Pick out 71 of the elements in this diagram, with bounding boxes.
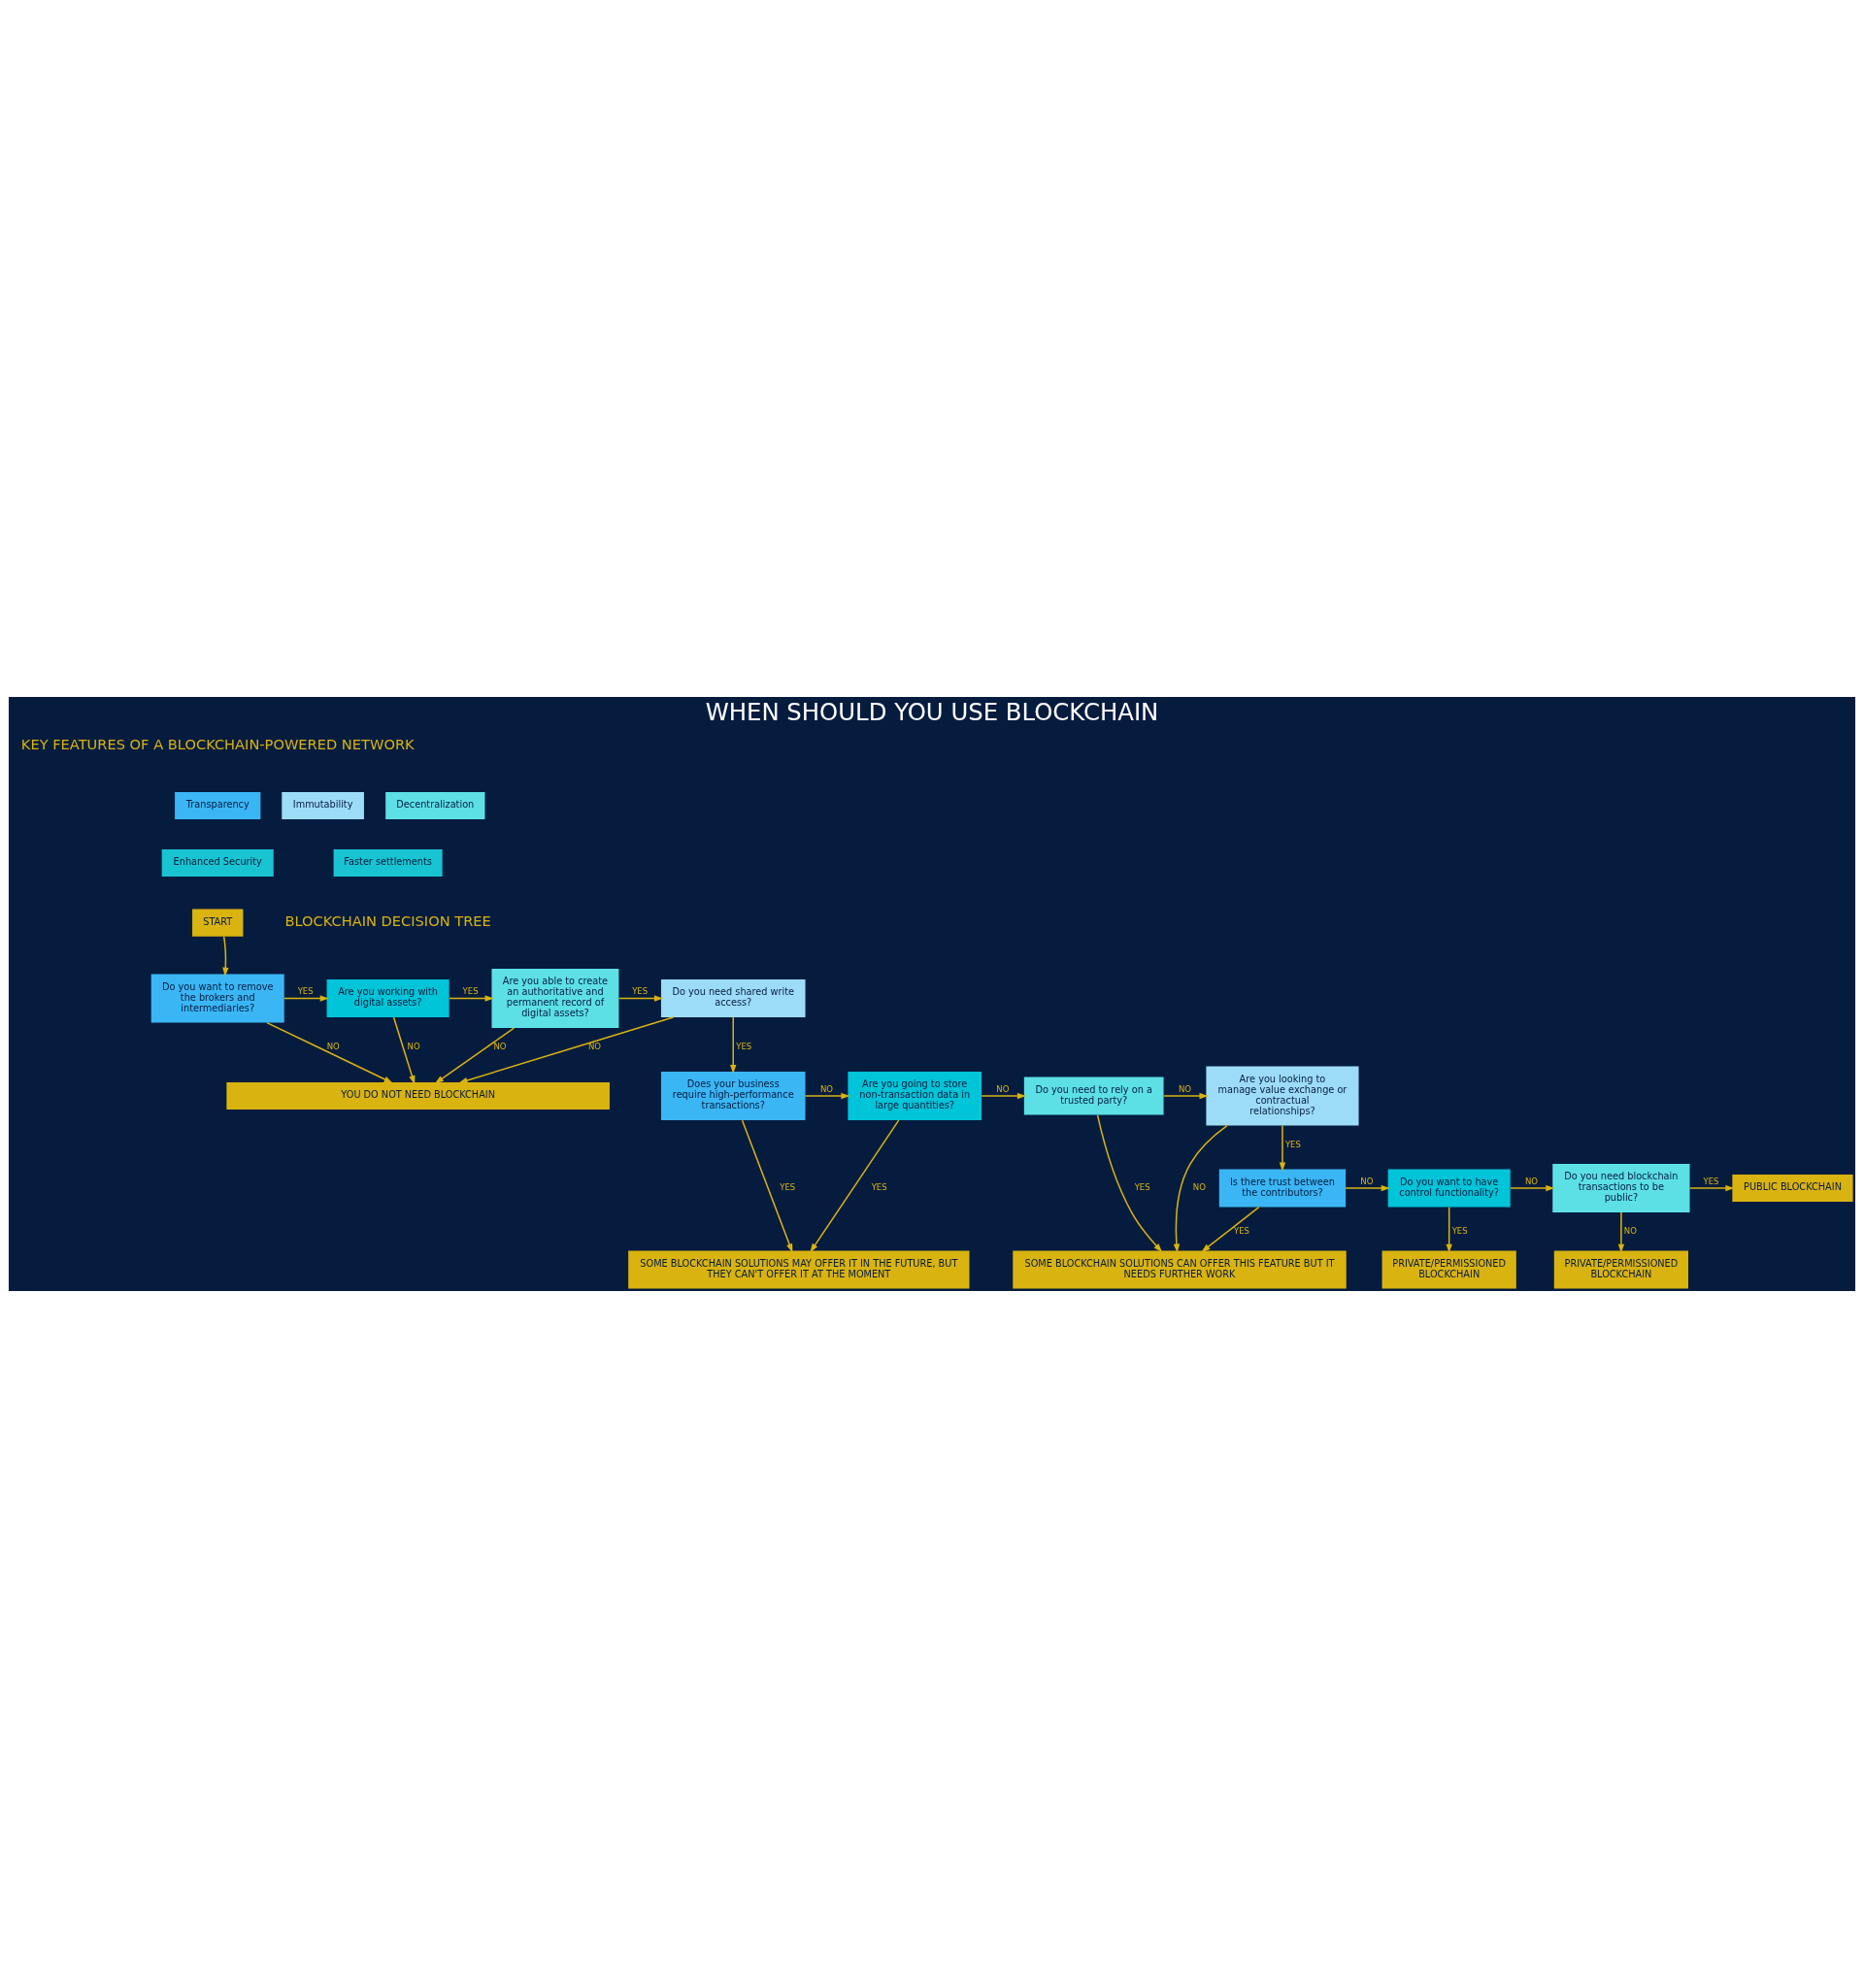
node-box: Does your business require high-performance transactions? xyxy=(660,1072,806,1120)
edge-label: NO xyxy=(1524,1176,1539,1186)
edge-label: NO xyxy=(819,1083,833,1094)
node-box: Do you need shared write access? xyxy=(660,979,806,1018)
node-box: Are you working with digital assets? xyxy=(326,979,449,1018)
node-box: Faster settlements xyxy=(333,849,443,878)
edge-label: NO xyxy=(1360,1176,1374,1186)
edge-label: YES xyxy=(1703,1176,1719,1186)
arrow xyxy=(1279,1124,1286,1172)
edge-label: YES xyxy=(871,1182,887,1193)
edge-label: YES xyxy=(297,986,314,997)
arrow xyxy=(266,1021,393,1083)
arrow xyxy=(730,1016,737,1075)
arrow xyxy=(1201,1206,1260,1252)
edge-label: NO xyxy=(1178,1083,1192,1094)
node-box: Decentralization xyxy=(385,792,485,820)
arrow xyxy=(1173,1124,1228,1253)
arrow xyxy=(1163,1092,1209,1100)
diagram-title: WHEN SHOULD YOU USE BLOCKCHAIN xyxy=(705,698,1159,727)
arrow xyxy=(458,1016,675,1084)
node-box: Do you want to remove the brokers and intermediaries? xyxy=(150,974,284,1023)
node-box: Do you need blockchain transactions to be public? xyxy=(1552,1164,1690,1212)
label: KEY FEATURES OF A BLOCKCHAIN-POWERED NETWORK xyxy=(20,736,415,753)
edge-label: YES xyxy=(462,986,479,997)
edge-label: NO xyxy=(326,1042,340,1052)
arrow xyxy=(981,1092,1027,1100)
arrow xyxy=(1446,1206,1452,1253)
label: BLOCKCHAIN DECISION TREE xyxy=(284,912,491,930)
edge-label: NO xyxy=(996,1083,1010,1094)
edge-label: YES xyxy=(1451,1226,1468,1237)
edge-label: NO xyxy=(493,1042,507,1052)
node-box: PRIVATE/PERMISSIONED BLOCKCHAIN xyxy=(1381,1250,1516,1289)
arrow xyxy=(1688,1184,1735,1192)
node-box: START xyxy=(192,909,244,937)
node-box: Do you need to rely on a trusted party? xyxy=(1023,1077,1164,1115)
arrow xyxy=(434,1027,516,1084)
node-box: Transparency xyxy=(175,792,261,820)
edge-label: NO xyxy=(1623,1226,1637,1237)
arrow xyxy=(617,995,664,1002)
arrow xyxy=(1345,1184,1390,1192)
node-box: Are you going to store non-transaction data in large quantities? xyxy=(848,1072,982,1120)
arrow xyxy=(1096,1113,1163,1253)
arrow xyxy=(283,995,329,1002)
edge-label: YES xyxy=(780,1182,796,1193)
arrow xyxy=(1617,1211,1625,1253)
edge-label: YES xyxy=(1284,1139,1301,1149)
node-box: Do you want to have control functionality? xyxy=(1387,1169,1511,1208)
edge-label: NO xyxy=(587,1042,601,1052)
edge-label: NO xyxy=(407,1042,420,1052)
edge-label: YES xyxy=(632,986,649,997)
arrow xyxy=(741,1119,793,1253)
node-box: Is there trust between the contributors? xyxy=(1218,1169,1347,1208)
node-box: SOME BLOCKCHAIN SOLUTIONS CAN OFFER THIS FEATURE BUT IT NEEDS FURTHER WORK xyxy=(1013,1250,1347,1289)
node-box: Immutability xyxy=(282,792,364,820)
arrow xyxy=(804,1092,850,1100)
node-box: Are you looking to manage value exchange or contractual relationships? xyxy=(1206,1066,1359,1126)
edge-label: YES xyxy=(736,1042,752,1052)
arrow xyxy=(222,936,229,977)
edge-label: NO xyxy=(1192,1182,1206,1193)
arrow xyxy=(1510,1184,1555,1192)
arrow xyxy=(392,1016,416,1085)
edge-label: YES xyxy=(1134,1182,1150,1193)
node-box: YOU DO NOT NEED BLOCKCHAIN xyxy=(226,1082,610,1110)
edge-label: YES xyxy=(1233,1226,1249,1237)
node-box: PUBLIC BLOCKCHAIN xyxy=(1732,1175,1853,1203)
node-box: SOME BLOCKCHAIN SOLUTIONS MAY OFFER IT IN THE FUTURE, BUT THEY CAN'T OFFER IT AT THE MOMENT xyxy=(628,1250,970,1289)
node-box: Are you able to create an authoritative and permanent record of digital assets? xyxy=(491,969,619,1028)
arrow xyxy=(810,1119,900,1253)
arrow xyxy=(449,995,494,1002)
node-box: Enhanced Security xyxy=(161,849,274,878)
node-box: PRIVATE/PERMISSIONED BLOCKCHAIN xyxy=(1553,1250,1688,1289)
